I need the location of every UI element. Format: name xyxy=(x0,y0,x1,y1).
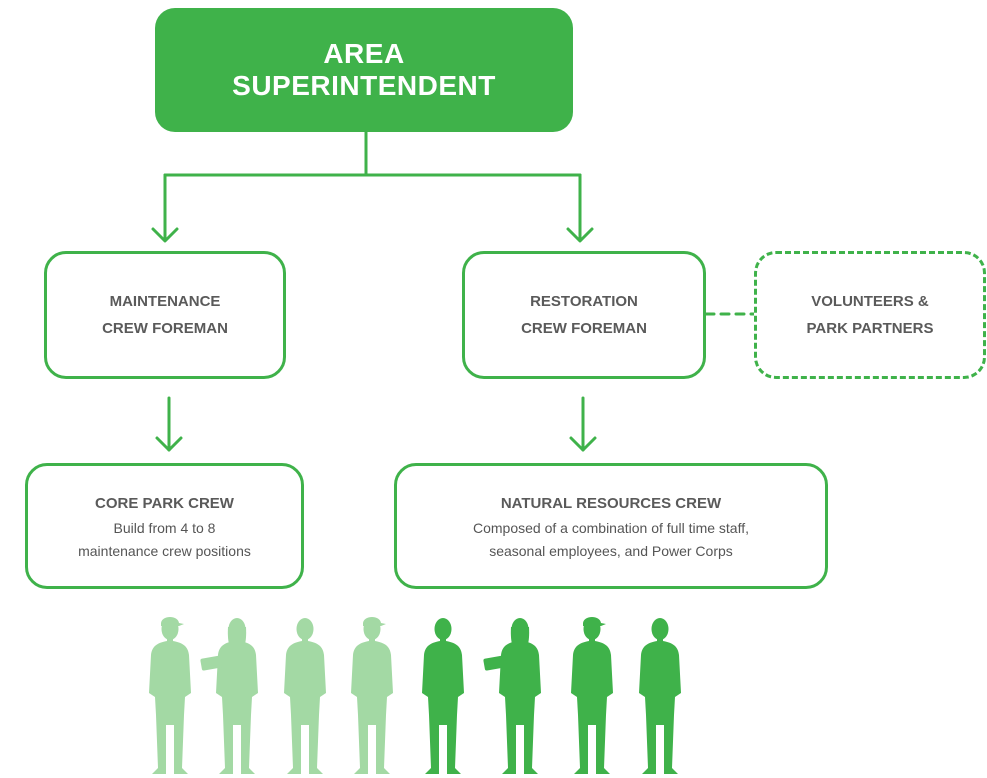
crew-silhouettes xyxy=(149,617,681,774)
natural-resources-crew-desc-line2: seasonal employees, and Power Corps xyxy=(489,542,733,559)
natural-resources-crew-title: NATURAL RESOURCES CREW xyxy=(500,494,722,512)
core-park-crew-desc-line2: maintenance crew positions xyxy=(78,542,251,559)
area-superintendent-line2: SUPERINTENDENT xyxy=(232,70,496,101)
core-park-crew-title: CORE PARK CREW xyxy=(95,494,234,512)
restoration-foreman-box: RESTORATION CREW FOREMAN xyxy=(462,251,706,379)
natural-resources-crew-desc-line1: Composed of a combination of full time s… xyxy=(473,519,749,536)
person-clipboard-woman-icon xyxy=(483,618,541,774)
maintenance-foreman-box: MAINTENANCE CREW FOREMAN xyxy=(44,251,286,379)
arrow-down-icon xyxy=(155,436,183,452)
core-park-crew-box: CORE PARK CREW Build from 4 to 8 mainten… xyxy=(25,463,304,589)
area-superintendent-line1: AREA xyxy=(323,38,405,69)
maintenance-foreman-line2: CREW FOREMAN xyxy=(102,320,228,337)
person-cap-icon xyxy=(149,617,191,774)
area-superintendent-box: AREA SUPERINTENDENT xyxy=(155,8,573,132)
arrow-down-icon xyxy=(566,227,594,243)
volunteers-line2: PARK PARTNERS xyxy=(806,320,934,337)
person-icon xyxy=(284,618,326,774)
person-cap-arms-crossed-icon xyxy=(351,617,393,774)
core-park-crew-desc-line1: Build from 4 to 8 xyxy=(113,519,216,536)
maintenance-foreman-line1: MAINTENANCE xyxy=(109,293,221,310)
arrow-down-icon xyxy=(569,436,597,452)
person-icon xyxy=(639,618,681,774)
restoration-foreman-line1: RESTORATION xyxy=(530,293,638,310)
person-icon xyxy=(422,618,464,774)
arrow-down-icon xyxy=(151,227,179,243)
volunteers-partners-box: VOLUNTEERS & PARK PARTNERS xyxy=(754,251,986,379)
natural-resources-crew-box: NATURAL RESOURCES CREW Composed of a com… xyxy=(394,463,828,589)
person-cap-icon xyxy=(571,617,613,774)
person-clipboard-woman-icon xyxy=(200,618,258,774)
volunteers-line1: VOLUNTEERS & xyxy=(811,293,929,310)
restoration-foreman-line2: CREW FOREMAN xyxy=(521,320,647,337)
